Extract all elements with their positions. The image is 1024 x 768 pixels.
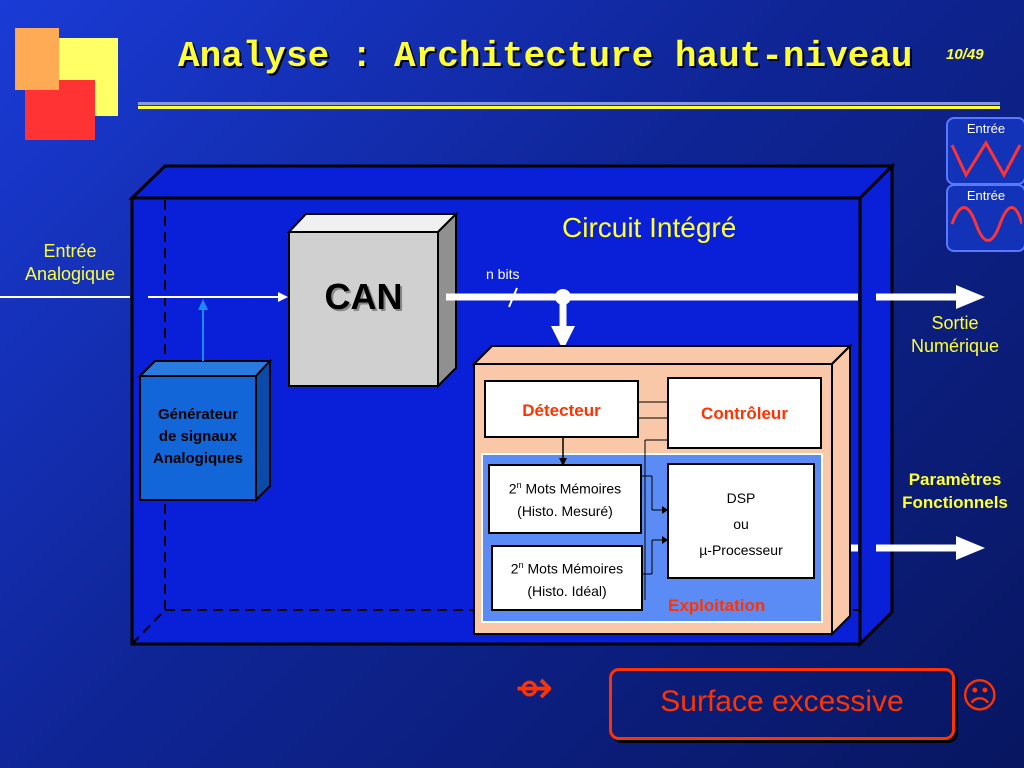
dsp-line3: µ-Processeur — [699, 542, 783, 558]
controller-box: Contrôleur — [667, 377, 822, 449]
params-label: Paramètres Fonctionnels — [886, 468, 1024, 514]
output-label: Sortie Numérique — [888, 312, 1022, 358]
circuit-label: Circuit Intégré — [562, 212, 737, 243]
logo-square-orange — [15, 28, 59, 90]
generator-label: Générateur de signaux Analogiques — [140, 404, 256, 470]
generator-block — [139, 375, 257, 501]
memory-ideal-line2: (Histo. Idéal) — [527, 582, 607, 599]
surface-box: Surface excessive — [609, 668, 955, 740]
dsp-line2: ou — [733, 516, 749, 532]
params-line1: Paramètres — [908, 470, 1002, 489]
legend-input-bottom: Entrée — [946, 184, 1024, 252]
generator-line3: Analogiques — [152, 450, 243, 467]
input-label-line2: Analogique — [24, 264, 116, 284]
memory-measured-line1: 2n Mots Mémoires — [508, 480, 622, 497]
legend-bottom-label: Entrée — [966, 188, 1006, 203]
surface-label: Surface excessive — [660, 685, 904, 718]
input-label: Entrée Analogique — [10, 240, 130, 286]
nbits-label: n bits — [486, 266, 520, 282]
memory-ideal-line1: 2n Mots Mémoires — [510, 560, 624, 577]
chip-right-face — [858, 162, 894, 648]
title-underline — [138, 102, 1000, 105]
page-title: Analyse : Architecture haut-niveau — [178, 36, 913, 77]
sine-wave-icon — [950, 206, 1022, 242]
exploitation-label: Exploitation — [668, 596, 766, 615]
memory-measured-box: 2n Mots Mémoires (Histo. Mesuré) — [488, 464, 642, 534]
params-line2: Fonctionnels — [902, 493, 1008, 512]
legend-top-label: Entrée — [966, 121, 1006, 136]
detector-box: Détecteur — [484, 380, 639, 438]
can-label: CAN — [324, 276, 403, 317]
triangle-wave-icon — [950, 140, 1022, 179]
detector-label: Détecteur — [522, 401, 601, 420]
arrow-icon: ⇴ — [515, 660, 554, 714]
memory-measured-line2: (Histo. Mesuré) — [517, 502, 613, 519]
controller-label: Contrôleur — [701, 404, 788, 423]
output-label-line1: Sortie — [931, 313, 979, 333]
output-label-line2: Numérique — [910, 336, 1000, 356]
dsp-box: DSP ou µ-Processeur — [667, 463, 815, 579]
logo-square-red — [25, 80, 95, 140]
page-number: 10/49 — [946, 46, 984, 63]
can-block — [288, 231, 439, 387]
frown-icon: ☹ — [961, 676, 999, 717]
generator-line2: de signaux — [158, 428, 238, 445]
chip-top-face — [128, 164, 896, 200]
generator-line1: Générateur — [157, 406, 239, 423]
memory-ideal-box: 2n Mots Mémoires (Histo. Idéal) — [491, 545, 643, 611]
dsp-line1: DSP — [726, 490, 756, 506]
input-label-line1: Entrée — [43, 241, 97, 261]
